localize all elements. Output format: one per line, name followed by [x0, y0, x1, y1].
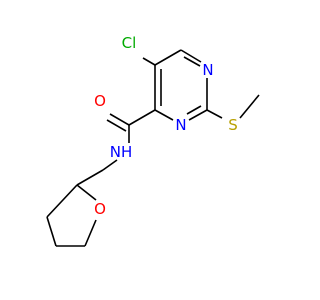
- bond-amide-c-o-double: [106, 119, 127, 132]
- amide-nh-label: NH: [110, 143, 133, 161]
- ring-nitrogen-bottom-label: N: [175, 116, 186, 134]
- molecule-structure: Cl N N S O NH O: [46, 34, 260, 247]
- bond-c2-s: [206, 109, 223, 119]
- bond-c4-amide-c: [128, 109, 156, 126]
- bond-amide-c-o: [109, 113, 130, 126]
- bond-n3-c4: [154, 109, 174, 121]
- chlorine-atom-label: Cl: [122, 34, 137, 52]
- bond-thf-c4-c3: [46, 216, 57, 247]
- bond-s-ch3: [239, 94, 260, 119]
- bond-thf-o-c5: [84, 219, 97, 247]
- bond-thf-c2-o: [76, 184, 97, 201]
- bond-n-ch2: [102, 159, 118, 171]
- atom-labels: Cl N N S O NH O: [94, 34, 238, 218]
- bond-c6-n1-inner: [183, 56, 201, 67]
- carbonyl-oxygen-label: O: [94, 92, 106, 110]
- bonds: [46, 49, 260, 247]
- bond-c2-n3-inner: [186, 105, 202, 115]
- bond-c5-cl: [142, 57, 156, 66]
- bond-c6-n1: [180, 49, 202, 63]
- bond-c5-c6: [154, 49, 182, 66]
- bond-ch2-c2thf: [76, 169, 104, 186]
- ring-nitrogen-top-label: N: [202, 61, 213, 79]
- sulfur-atom-label: S: [228, 116, 238, 134]
- bond-thf-c3-c2: [46, 184, 78, 218]
- bond-c2-n3: [188, 109, 208, 121]
- ring-oxygen-label: O: [94, 200, 106, 218]
